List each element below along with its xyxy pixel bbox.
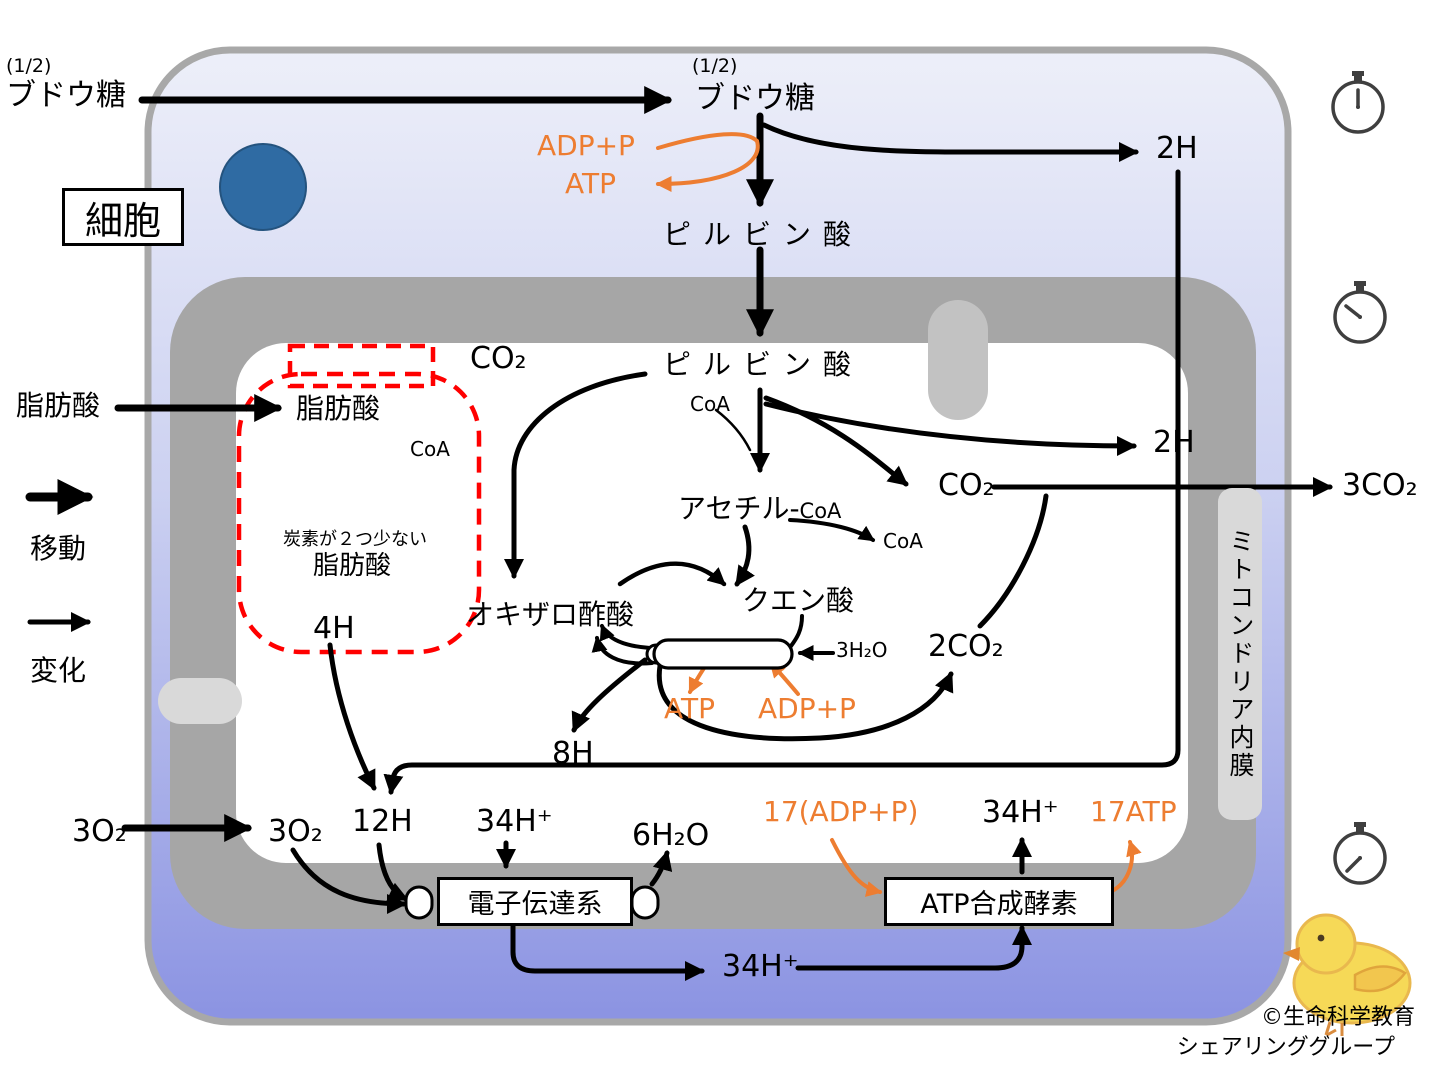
arrow-etc-to-34h-bottom [510, 921, 705, 981]
acetyl-suffix: CoA [799, 499, 842, 523]
line-2co2-up [977, 493, 1049, 629]
legend-change-label: 変化 [30, 654, 87, 687]
glucose-label-outside: ブドウ糖 [6, 78, 126, 113]
arrow-pyruvate-to-2h [763, 401, 1137, 456]
line-coa-join [714, 408, 752, 452]
pyruvate-cytosol: ピルビン酸 [663, 218, 864, 251]
fatty-note: 炭素が２つ少ない [283, 529, 427, 550]
cell-label-box: 細胞 [62, 188, 184, 246]
beta-oxidation-loop [236, 343, 482, 655]
oxygen-inside: 3O₂ [268, 814, 323, 849]
arrow-acetyl-to-citrate [734, 524, 755, 587]
arrow-12h-to-etc [376, 842, 409, 902]
glucose-label-cytosol: ブドウ糖 [695, 81, 815, 116]
crista-fold [928, 300, 988, 420]
h12-label: 12H [352, 804, 413, 839]
arrow-oxaloacetate-to-citrate [617, 561, 727, 587]
acetyl-coa-label: アセチル-CoA [678, 492, 842, 525]
enzyme-pills [404, 638, 794, 920]
etc-left-pill [404, 885, 434, 920]
arrow-etc-to-water [649, 850, 673, 887]
h34-right-label: 34H⁺ [982, 795, 1059, 830]
credit-line2: シェアリンググループ [1176, 1035, 1395, 1060]
acetyl-prefix: アセチル- [678, 492, 800, 525]
chick-feet [1324, 1021, 1344, 1037]
fatty-acid-inside: 脂肪酸 [296, 392, 381, 425]
chick-beak [1283, 947, 1300, 961]
atp-synthase-box: ATP合成酵素 [884, 877, 1114, 926]
stopwatch-icon-2 [1333, 281, 1387, 344]
arrow-glucose-to-2h [761, 122, 1139, 162]
chick-illustration [1283, 913, 1412, 1037]
arrow-adp-glycolysis-in [656, 132, 759, 150]
atp-glycolysis: ATP [565, 167, 616, 200]
arrow-o2-to-etc [290, 847, 407, 914]
h8-label: 8H [552, 736, 594, 771]
arrow-17atp-out [1108, 839, 1142, 894]
legend-move-label: 移動 [30, 532, 87, 565]
water3-label: 3H₂O [836, 638, 888, 662]
stopwatch-icon-3 [1333, 822, 1387, 885]
co2-top: CO₂ [470, 341, 527, 376]
water6-label: 6H₂O [632, 818, 710, 853]
co2-right-label: CO₂ [938, 468, 995, 503]
oxygen-outside: 3O₂ [72, 814, 127, 849]
arrow-34h-to-synthase [795, 925, 1032, 971]
arrow-4h-to-12h [327, 642, 377, 791]
coa-released: CoA [883, 529, 923, 553]
pyruvate-mito: ピルビン酸 [663, 348, 864, 381]
arrow-cycle-to-8h [571, 657, 648, 733]
membrane-invagination [158, 678, 242, 724]
adp17-label: 17(ADP+P) [763, 795, 919, 828]
adp-p-glycolysis: ADP+P [537, 129, 635, 162]
chick-eye [1317, 934, 1325, 942]
glucose-fraction-outside: (1/2) [6, 55, 52, 77]
coa-fatty: CoA [410, 437, 450, 461]
inner-membrane-label: ミトコンドリア内膜 [1218, 488, 1262, 820]
stopwatch-icons [1331, 71, 1387, 885]
stopwatch-icon-1 [1331, 71, 1385, 134]
arrow-cycle-to-2co2 [656, 663, 954, 742]
fatty-acid-outside: 脂肪酸 [16, 389, 101, 422]
etc-box: 電子伝達系 [437, 877, 633, 926]
h34-bottom-label: 34H⁺ [722, 949, 799, 984]
h34-left-label: 34H⁺ [476, 804, 553, 839]
h4-label: 4H [313, 611, 355, 646]
credit-line1: ©生命科学教育 [1260, 1005, 1415, 1030]
tca-enzyme-pill [652, 638, 794, 670]
oxaloacetate-label: オキザロ酢酸 [466, 598, 635, 631]
nucleus-circle [219, 143, 307, 231]
etc-right-pill [630, 885, 660, 920]
co2-total-outside: 3CO₂ [1342, 468, 1418, 503]
h2-mid: 2H [1153, 425, 1195, 460]
atp-tca: ATP [664, 692, 715, 725]
arrow-atp-glycolysis-out [655, 139, 760, 192]
fatty-acid-short: 脂肪酸 [313, 551, 392, 581]
arrow-cycle-to-oxaloacetate-1 [599, 623, 652, 650]
black-arrows [25, 86, 1333, 981]
adp-p-tca: ADP+P [758, 692, 856, 725]
arrow-h-collector [383, 169, 1181, 795]
coa-pyruvate: CoA [690, 392, 730, 416]
atp17-label: 17ATP [1090, 795, 1177, 828]
citrate-label: クエン酸 [742, 584, 855, 617]
line-citrate-to-cycle [789, 614, 804, 648]
arrow-17adp-into-synthase [830, 838, 883, 897]
arrow-acetyl-coa-release [788, 518, 875, 542]
h2-top: 2H [1156, 131, 1198, 166]
glucose-fraction-cytosol: (1/2) [692, 55, 738, 77]
arrow-pyruvate-to-oxaloacetate [504, 371, 648, 579]
co2-2-label: 2CO₂ [928, 629, 1004, 664]
